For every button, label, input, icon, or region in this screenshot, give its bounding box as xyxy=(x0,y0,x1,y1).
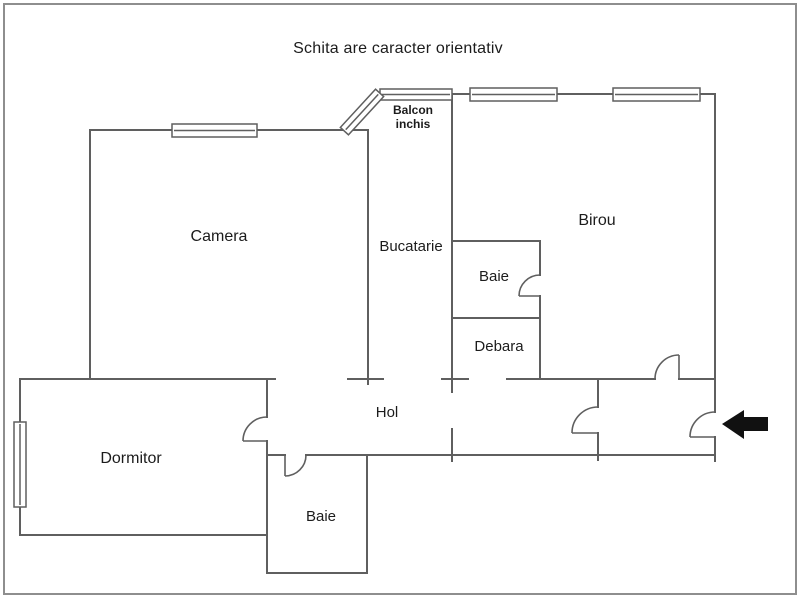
balcon-label-line1: Balcon xyxy=(392,103,434,117)
room-label-birou: Birou xyxy=(578,212,616,230)
room-label-baie-sus: Baie xyxy=(478,267,510,285)
room-label-balcon-inchis: Balcon inchis xyxy=(393,103,433,131)
door-arc-birou xyxy=(654,354,680,380)
window-balcon-diagonal xyxy=(339,88,385,136)
window-balcon-diagonal-midline xyxy=(345,93,379,131)
doors xyxy=(242,274,716,477)
door-arc-dormitor xyxy=(242,416,268,442)
door-arc-baie-sus xyxy=(518,274,541,297)
balcon-label-line2: inchis xyxy=(395,117,431,131)
room-label-debara: Debara xyxy=(474,337,524,355)
windows xyxy=(13,87,701,508)
plan-disclaimer-title: Schita are caracter orientativ xyxy=(293,40,503,58)
room-label-hol: Hol xyxy=(375,403,399,421)
door-arc-vestibul xyxy=(571,406,599,434)
walls xyxy=(19,93,716,574)
room-label-camera: Camera xyxy=(190,228,248,246)
door-arc-baie-jos xyxy=(284,454,307,477)
entrance-arrow-icon xyxy=(722,410,768,439)
door-arc-entrance xyxy=(689,411,716,438)
room-label-dormitor: Dormitor xyxy=(100,450,162,468)
room-label-baie-jos: Baie xyxy=(305,507,337,525)
room-label-bucatarie: Bucatarie xyxy=(379,237,443,255)
